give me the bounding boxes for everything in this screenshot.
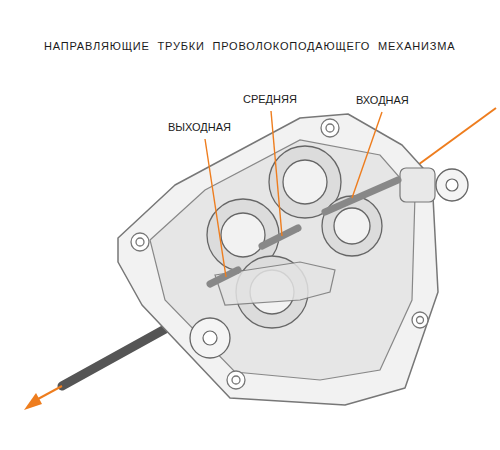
housing-plate [118, 114, 438, 405]
wire-arrow [24, 393, 42, 410]
inlet-fitting [400, 168, 435, 202]
diagram-title: НАПРАВЛЯЮЩИЕ ТРУБКИ ПРОВОЛОКОПОДАЮЩЕГО М… [42, 40, 457, 53]
part-label: ВЫХОДНАЯ [166, 121, 233, 134]
housing-inner [150, 140, 415, 380]
wire-out [38, 386, 62, 399]
part-label: СРЕДНЯЯ [241, 93, 299, 106]
output-tube [210, 270, 238, 284]
leader-lines [205, 111, 382, 277]
mounting-holes [131, 119, 428, 389]
middle-tube [262, 228, 298, 246]
feed-rollers [207, 146, 382, 328]
input-tube [325, 180, 398, 212]
part-label: ВХОДНАЯ [354, 94, 411, 107]
inlet-knob [436, 169, 468, 201]
pressure-arm [215, 262, 335, 305]
output-knob [190, 318, 230, 358]
